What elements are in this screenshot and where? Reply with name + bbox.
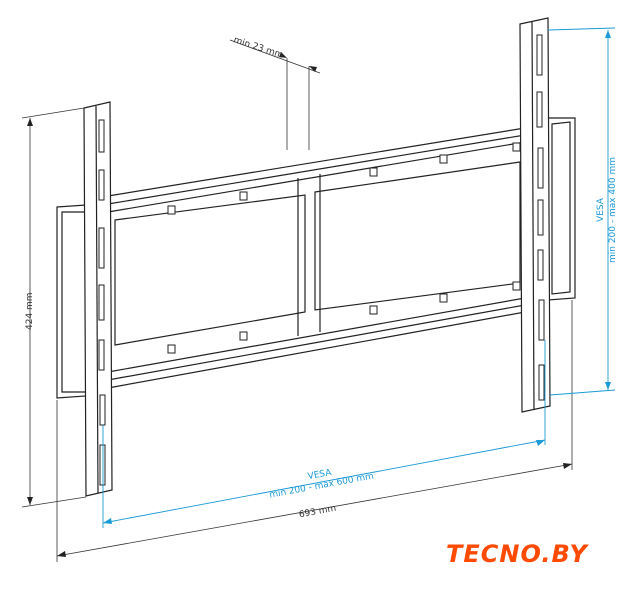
vesa-vertical-range: min 200 - max 400 mm xyxy=(608,157,618,263)
right-center-plate xyxy=(314,161,521,311)
depth-dimension-line xyxy=(229,39,321,74)
dimension-lines xyxy=(21,39,573,562)
mount-slots xyxy=(98,34,545,486)
mount-structure xyxy=(56,17,576,497)
vesa-horizontal-title: VESA xyxy=(307,468,333,482)
vesa-lines xyxy=(102,27,616,528)
left-back-plate xyxy=(56,204,87,399)
width-label: 693 mm xyxy=(298,504,337,521)
left-center-plate xyxy=(114,194,306,346)
vesa-vertical-title: VESA xyxy=(596,197,606,222)
vesa-horizontal-line xyxy=(102,439,546,524)
width-dimension-line xyxy=(56,463,573,557)
tecno-by-logo: TECNO.BY xyxy=(446,540,588,568)
depth-label: min 23 mm xyxy=(232,35,284,60)
dimension-arrows xyxy=(27,52,572,557)
height-label: 424 mm xyxy=(25,292,35,330)
right-rail xyxy=(519,17,551,413)
